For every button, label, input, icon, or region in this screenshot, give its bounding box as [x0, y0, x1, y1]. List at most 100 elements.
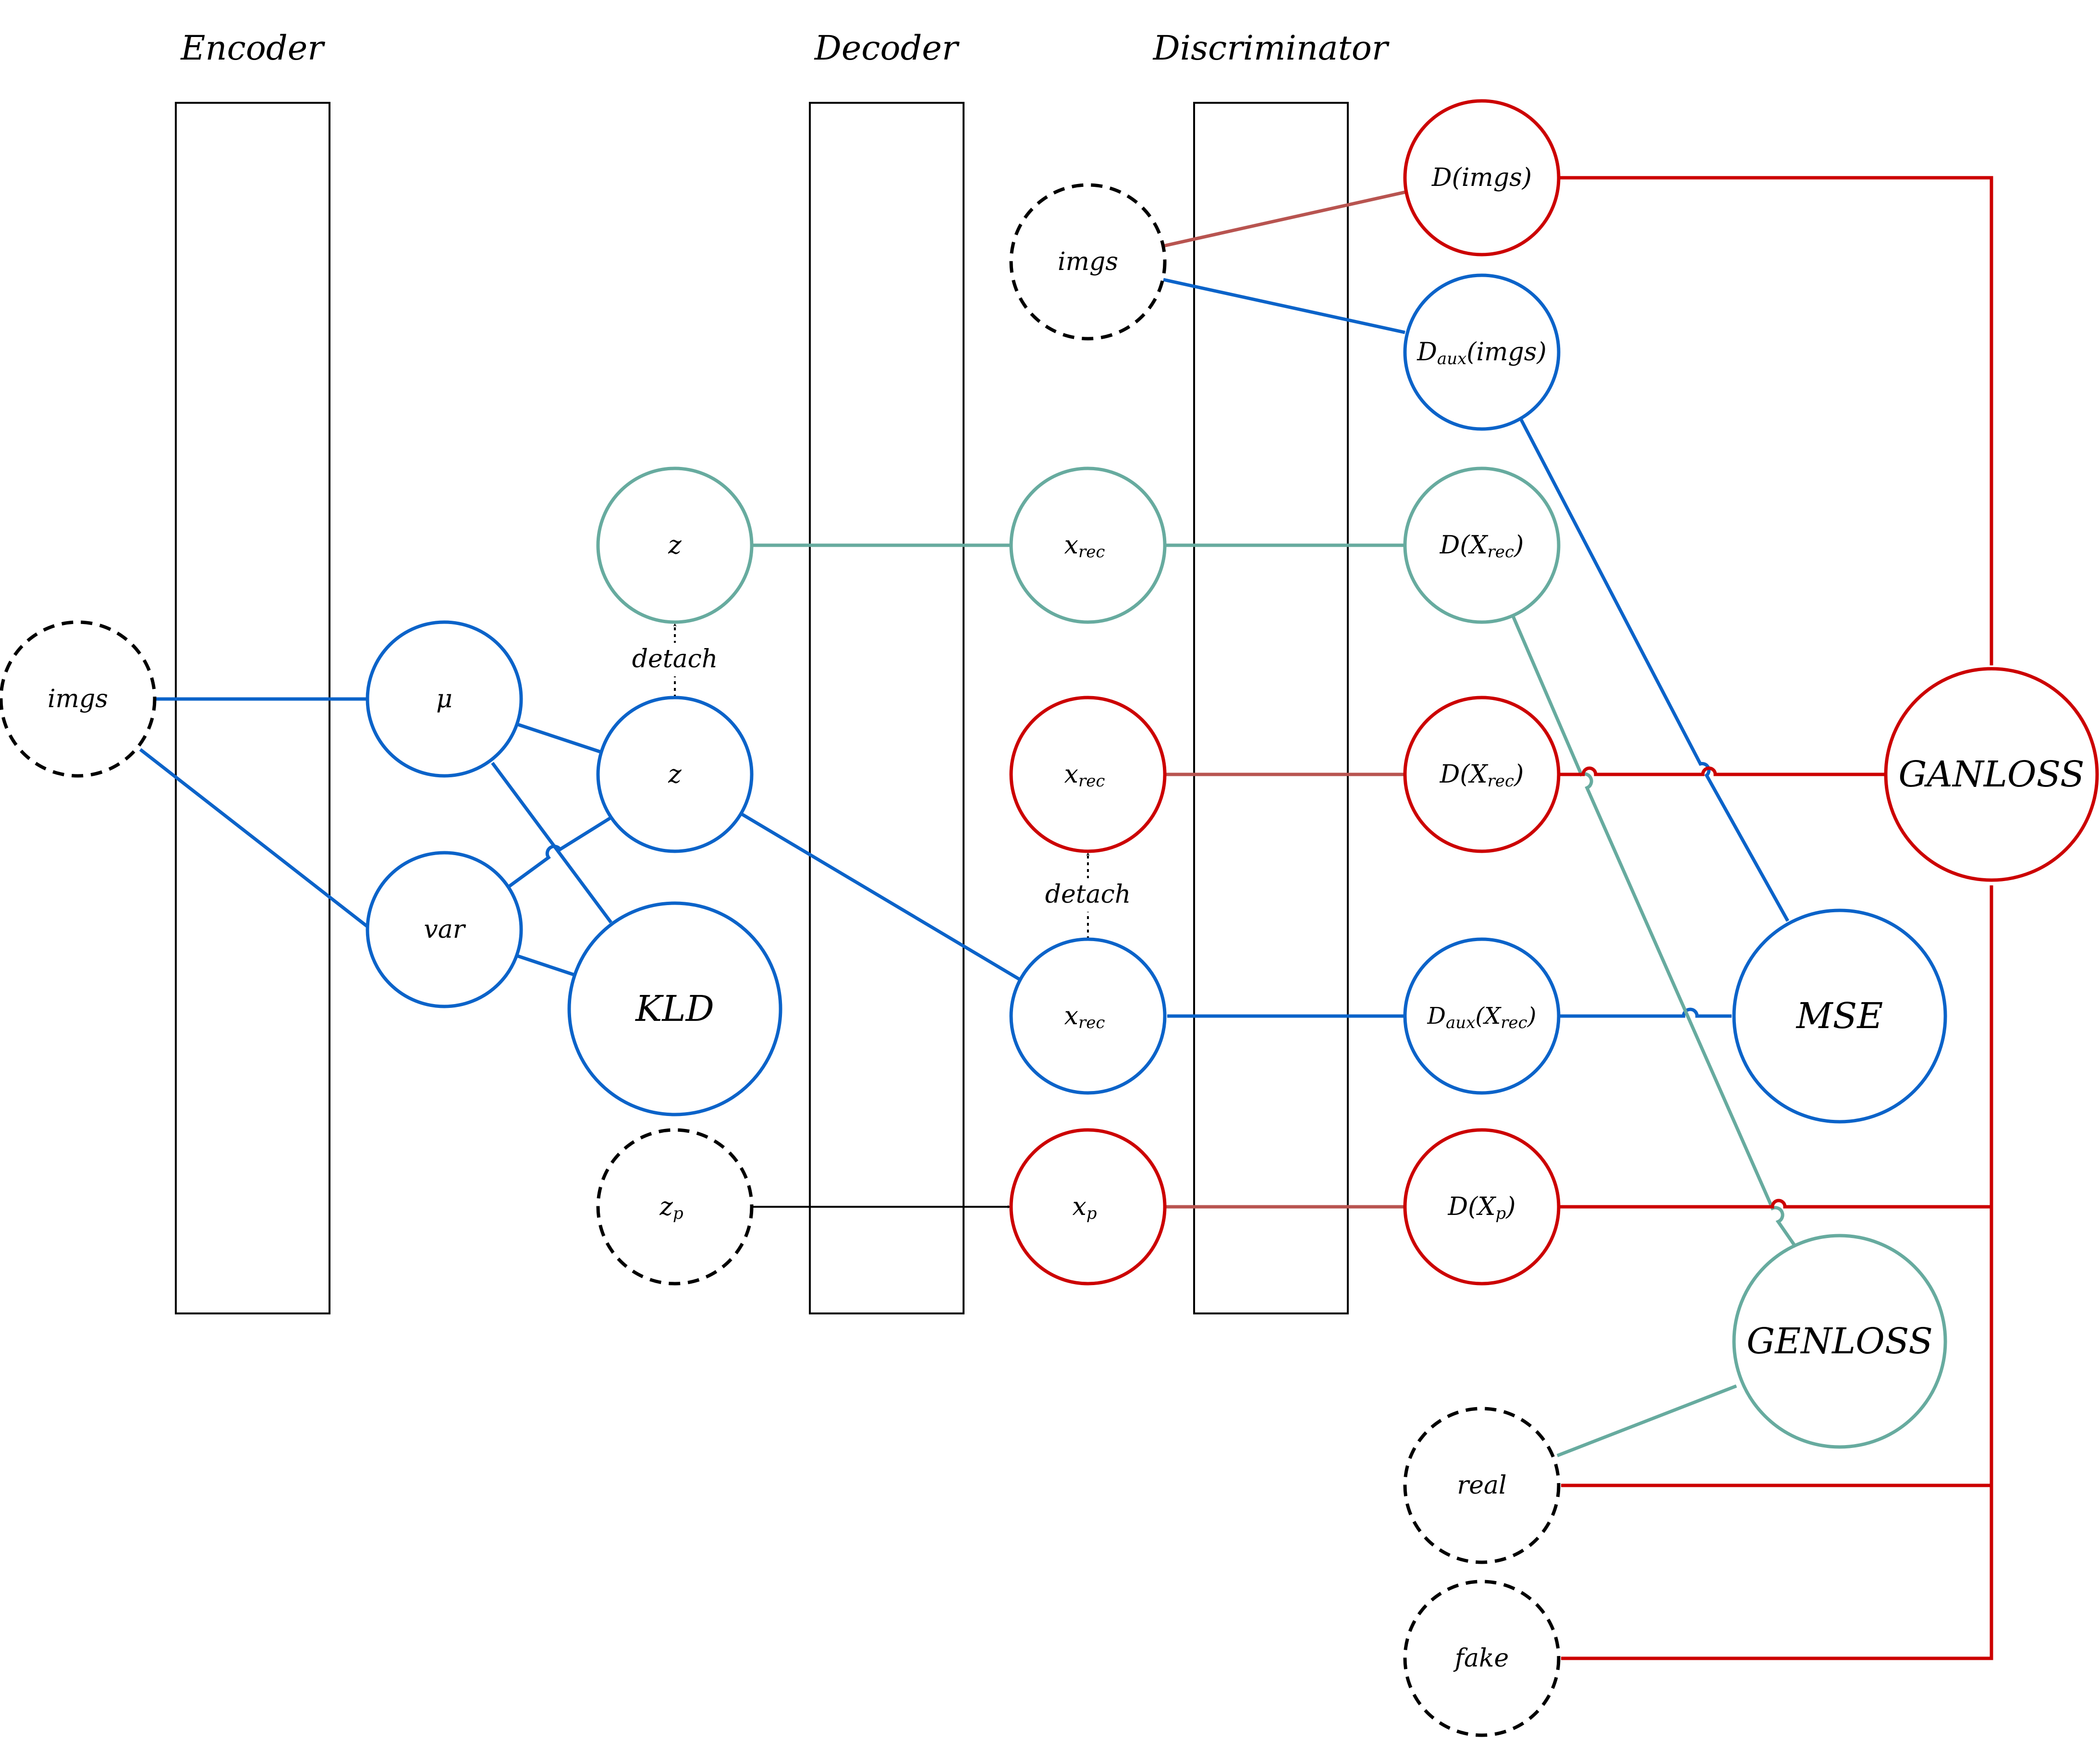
edge-mu-kld	[491, 761, 612, 924]
daux-xrec-label: Daux(Xrec)	[1427, 1003, 1537, 1032]
zp-main: z	[659, 1192, 673, 1221]
z-teal-label: z	[668, 531, 682, 560]
ganloss-node	[1884, 667, 2099, 882]
daux-xrec-node	[1403, 937, 1561, 1095]
decoder-block	[809, 102, 965, 1314]
xrec-red-sub: rec	[1078, 772, 1105, 791]
daux-imgs-post: (imgs)	[1466, 338, 1547, 367]
xrec-blue-main: x	[1064, 1002, 1078, 1030]
fake-label: fake	[1453, 1644, 1509, 1673]
fake-node	[1403, 1580, 1561, 1737]
detach-mid-bg	[1046, 878, 1130, 912]
xp-label: xp	[1072, 1192, 1097, 1223]
edge-real-genloss	[1556, 1384, 1737, 1458]
edge-z-xrec	[741, 812, 1022, 982]
daux-imgs-sub: aux	[1437, 349, 1466, 368]
mu-node	[366, 620, 523, 778]
edge-imgs-daux	[1163, 278, 1405, 334]
d-xp-sub: p	[1495, 1204, 1506, 1223]
daux-xrec-post: )	[1527, 1003, 1537, 1030]
imgs-decoder-node	[1009, 183, 1167, 341]
xp-node	[1009, 1128, 1167, 1286]
d-xp-pre: D(X	[1447, 1192, 1496, 1221]
daux-imgs-node	[1403, 273, 1561, 431]
d-xrec-teal-label: D(Xrec)	[1440, 531, 1524, 562]
d-xrec-teal-sub: rec	[1488, 542, 1514, 562]
genloss-label: GENLOSS	[1746, 1321, 1933, 1362]
imgs-decoder-label: imgs	[1058, 247, 1118, 276]
d-xrec-teal-pre: D(X	[1440, 531, 1489, 560]
xrec-blue-label: xrec	[1064, 1002, 1105, 1032]
zp-sub: p	[673, 1204, 684, 1223]
daux-imgs-pre: D	[1416, 338, 1437, 367]
edge-var-kld	[517, 954, 576, 977]
mse-node	[1732, 908, 1947, 1124]
edge-dxp-ganloss	[1560, 1199, 1991, 1209]
xrec-blue-sub: rec	[1078, 1013, 1105, 1032]
edge-daux-xrec-mse	[1559, 1007, 1732, 1018]
d-imgs-node	[1403, 99, 1561, 257]
d-xrec-teal-node	[1403, 466, 1561, 624]
edge-dxrec-genloss	[1510, 613, 1797, 1248]
encoder-block	[175, 102, 330, 1314]
discriminator-title: Discriminator	[1152, 28, 1390, 68]
d-xrec-red-label: D(Xrec)	[1440, 760, 1524, 791]
daux-xrec-sub2: rec	[1501, 1013, 1527, 1032]
z-blue-label: z	[668, 760, 682, 789]
decoder-title: Decoder	[814, 28, 960, 68]
kld-label: KLD	[635, 988, 714, 1030]
detach-top-bg	[633, 643, 717, 676]
d-xrec-teal-post: )	[1514, 531, 1524, 560]
edge-imgs-var	[139, 748, 368, 928]
d-xrec-red-post: )	[1514, 760, 1524, 789]
z-teal-node	[596, 466, 754, 624]
var-label: var	[424, 915, 466, 944]
d-xrec-red-pre: D(X	[1440, 760, 1489, 789]
xrec-blue-node	[1009, 937, 1167, 1095]
xp-main: x	[1072, 1192, 1086, 1221]
xrec-teal-label: xrec	[1064, 531, 1105, 562]
d-xrec-red-node	[1403, 696, 1561, 853]
var-node	[366, 851, 523, 1008]
d-imgs-label: D(imgs)	[1431, 163, 1532, 192]
discriminator-block	[1193, 102, 1349, 1314]
imgs-input-label: imgs	[48, 685, 108, 713]
detach-label-top: detach	[632, 645, 718, 674]
xp-sub: p	[1087, 1204, 1097, 1223]
real-node	[1403, 1407, 1561, 1564]
edge-dxrec-ganloss	[1560, 766, 1885, 776]
imgs-input-node	[0, 620, 157, 778]
edge-imgs-dimgs	[1163, 190, 1405, 248]
edge-mu-z	[517, 723, 601, 754]
xrec-red-label: xrec	[1064, 760, 1105, 791]
zp-label: zp	[659, 1192, 683, 1223]
detach-label-mid: detach	[1045, 880, 1131, 909]
edge-dimgs-ganloss	[1560, 176, 1993, 666]
edge-daux-imgs-mse	[1518, 417, 1790, 922]
zp-node	[596, 1128, 754, 1286]
xrec-teal-node	[1009, 466, 1167, 624]
xrec-red-main: x	[1064, 760, 1078, 789]
real-label: real	[1457, 1471, 1506, 1500]
genloss-node	[1732, 1234, 1947, 1449]
d-xp-label: D(Xp)	[1447, 1192, 1515, 1223]
mse-label: MSE	[1795, 995, 1883, 1037]
kld-node	[567, 901, 782, 1116]
mu-label: μ	[436, 685, 452, 713]
encoder-title: Encoder	[180, 28, 325, 68]
daux-xrec-mid: (X	[1475, 1003, 1502, 1030]
xrec-red-node	[1009, 696, 1167, 853]
d-xrec-red-sub: rec	[1488, 772, 1514, 791]
daux-imgs-label: Daux(imgs)	[1416, 338, 1547, 368]
z-blue-node	[596, 696, 754, 853]
ganloss-label: GANLOSS	[1898, 754, 2084, 795]
daux-xrec-pre: D	[1427, 1003, 1446, 1030]
edge-var-z	[508, 815, 613, 888]
d-xp-node	[1403, 1128, 1561, 1286]
d-xp-post: )	[1505, 1192, 1515, 1221]
xrec-teal-main: x	[1064, 531, 1078, 560]
edge-fake-ganloss	[1561, 885, 1993, 1660]
daux-xrec-sub: aux	[1446, 1013, 1475, 1032]
xrec-teal-sub: rec	[1078, 542, 1105, 562]
